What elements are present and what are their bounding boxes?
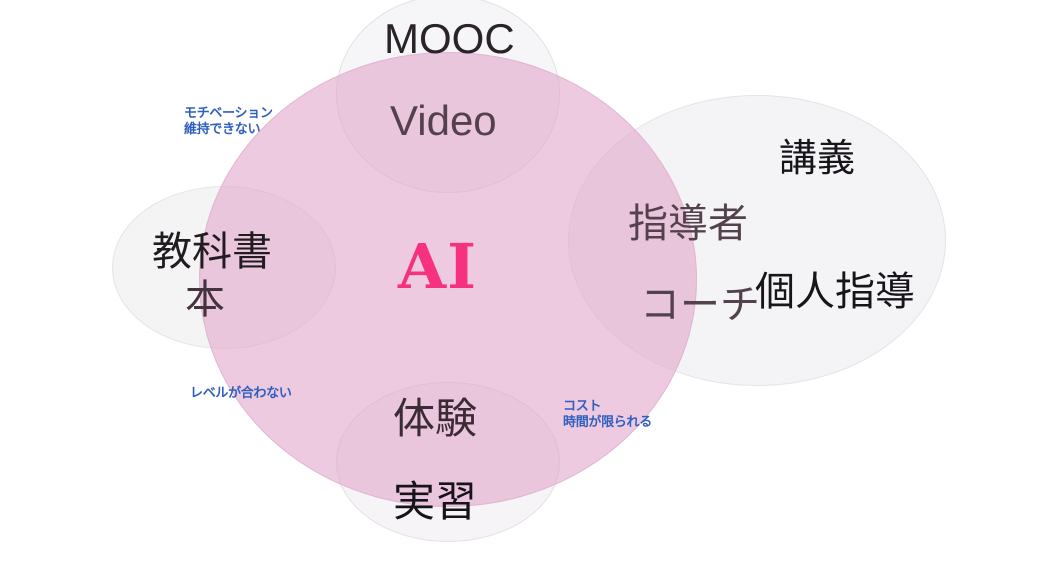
- annotation-motivation-line1: モチベーション: [184, 105, 273, 120]
- ai-core-ellipse: [199, 52, 697, 507]
